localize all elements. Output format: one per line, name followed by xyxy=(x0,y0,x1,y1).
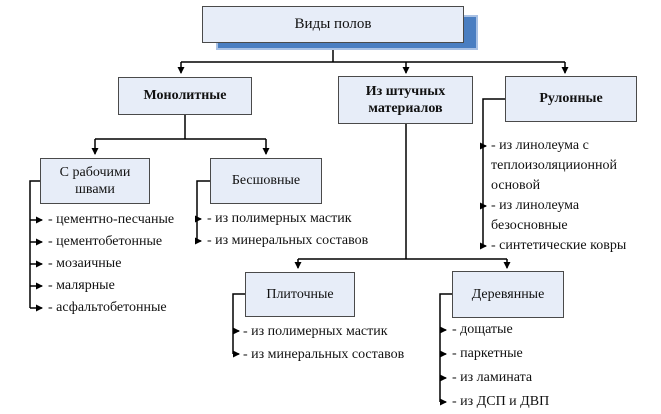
list-tile: - из полимерных мастик - из минеральных … xyxy=(243,320,404,366)
list-item: - паркетные xyxy=(452,346,523,361)
list-item: - из минеральных составов xyxy=(243,347,405,362)
node-monolithic: Монолитные xyxy=(118,77,252,115)
list-seamless: - из полимерных мастик - из минеральных … xyxy=(207,208,368,252)
list-item: - из линолеума безосновные xyxy=(491,198,580,233)
list-item: - малярные xyxy=(48,278,115,293)
list-wooden: - дощатые - паркетные - из ламината - из… xyxy=(452,318,549,414)
list-item: - из ДСП и ДВП xyxy=(452,394,550,409)
list-item: - из минеральных составов xyxy=(207,233,369,248)
list-item: - дощатые xyxy=(452,322,513,337)
node-seamless: Бесшовные xyxy=(210,158,322,204)
list-item: - из полимерных мастик xyxy=(207,211,352,226)
node-wooden: Деревянные xyxy=(452,271,564,318)
node-root: Виды полов xyxy=(202,6,464,43)
list-item: - цементно-песчаные xyxy=(48,212,175,227)
list-item: - из линолеума с теплоизоляциионной осно… xyxy=(491,138,617,193)
node-tile: Плиточные xyxy=(245,272,355,317)
list-item: - мозаичные xyxy=(48,256,122,271)
list-roll: - из линолеума с теплоизоляциионной осно… xyxy=(491,136,646,256)
list-item: - асфальтобетонные xyxy=(48,300,167,315)
list-item: - цементобетонные xyxy=(48,234,163,249)
list-item: - из ламината xyxy=(452,370,533,385)
node-piece-materials: Из штучных материалов xyxy=(338,76,473,124)
node-working-seams: С рабочими швами xyxy=(40,158,150,204)
list-working-seams: - цементно-песчаные - цементобетонные - … xyxy=(48,209,174,319)
list-item: - из полимерных мастик xyxy=(243,324,388,339)
node-roll: Рулонные xyxy=(505,76,637,122)
list-item: - синтетические ковры xyxy=(491,238,627,253)
